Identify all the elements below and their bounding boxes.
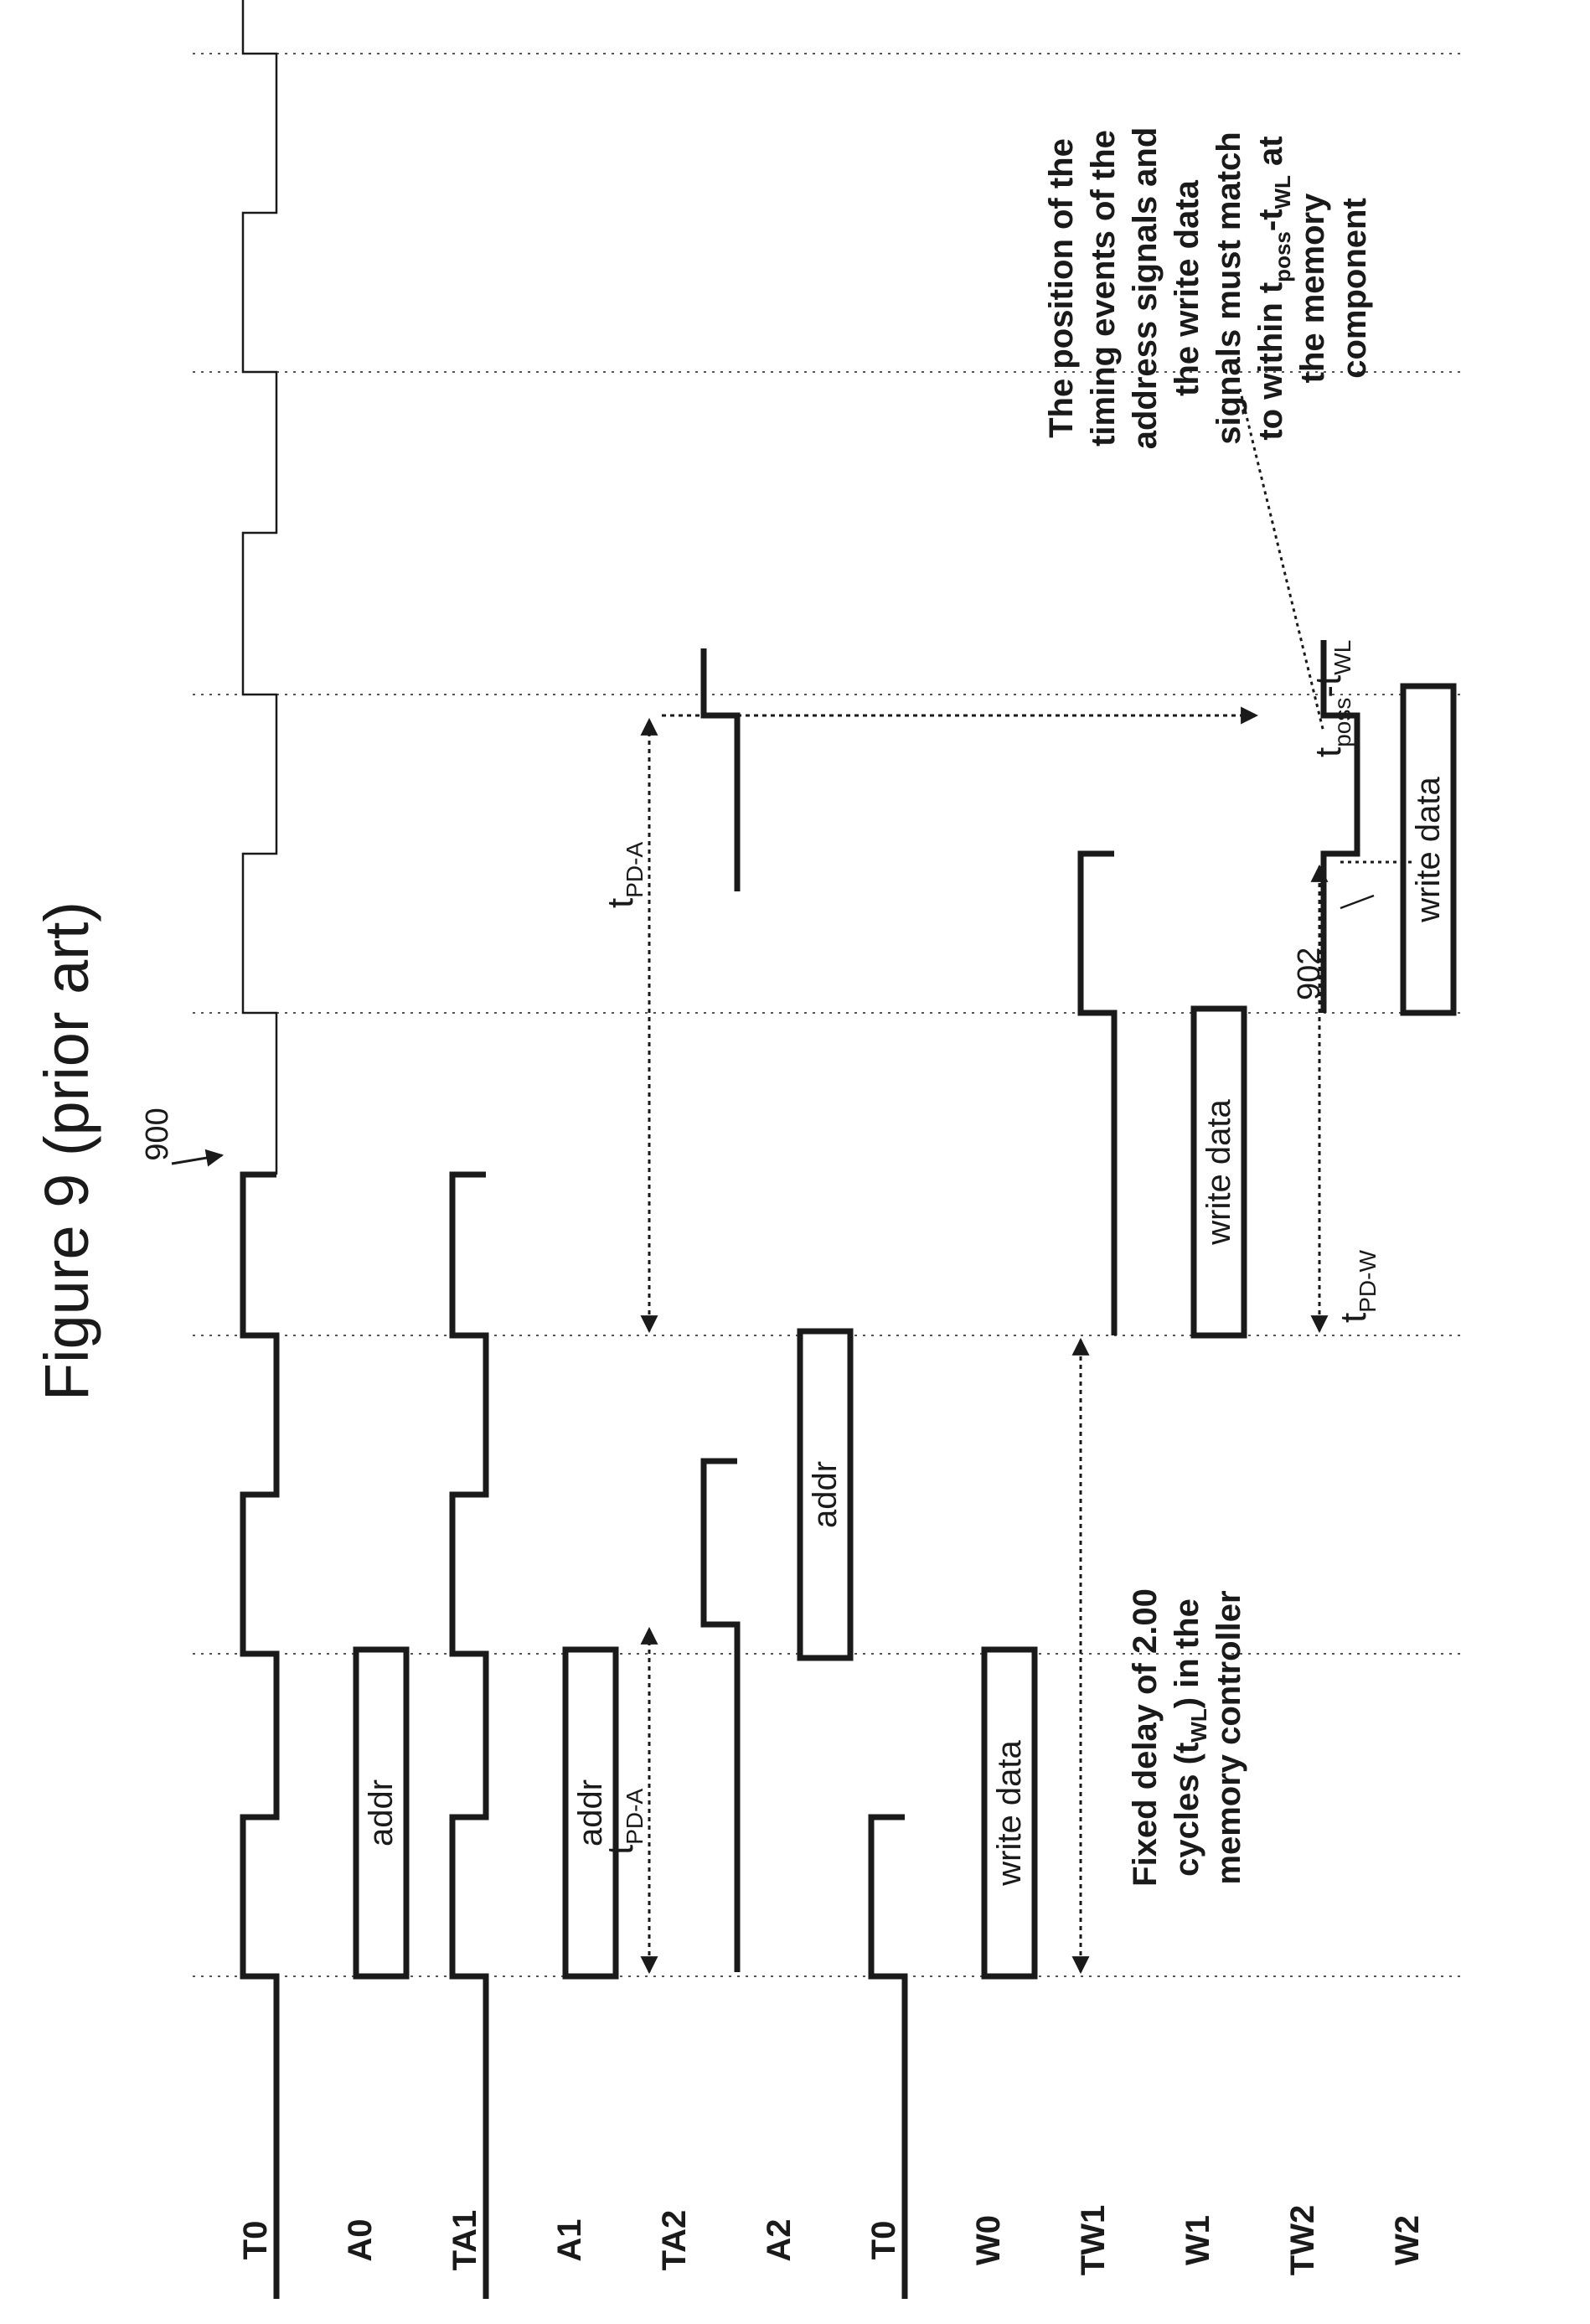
a0-addr-label: addr: [363, 1779, 400, 1846]
ta2-clock-waveform: [704, 648, 737, 1972]
position-note-line-6: to within tposs-tWL at: [1252, 136, 1295, 440]
signal-label-a2: A2: [761, 2218, 798, 2261]
ta2-clock-segment-2: [704, 648, 737, 891]
position-note-line-8: component: [1336, 198, 1373, 379]
ta1-clock-waveform: [452, 1175, 486, 2299]
signal-label-tw1: TW1: [1075, 2205, 1112, 2275]
signal-label-ta2: TA2: [656, 2210, 693, 2271]
ta2-clock-segment-1: [704, 1461, 737, 1972]
fixed-delay-annotation: Fixed delay of 2.00 cycles (tWL) in the …: [1127, 1588, 1247, 1887]
t0-clock-waveform: [243, 0, 276, 2299]
w2-write-data-label: write data: [1410, 777, 1447, 923]
t0-clock-bold: [243, 1175, 276, 2299]
signal-label-a1: A1: [551, 2218, 588, 2261]
w1-write-data-label: write data: [1200, 1099, 1237, 1246]
signal-label-column: T0 A0 TA1 A1 TA2 A2 T0 W0 TW1 W1 TW2 W2: [237, 2205, 1426, 2275]
t0-clock-thin: [243, 0, 276, 1175]
tpd-w-label: tPD-W: [1333, 1250, 1381, 1323]
position-note: The position of the timing events of the…: [1043, 127, 1373, 450]
signal-label-tw2: TW2: [1284, 2205, 1321, 2275]
signal-label-w2: W2: [1389, 2215, 1426, 2265]
position-note-line-5: signals must match: [1211, 132, 1247, 444]
a2-addr-label: addr: [807, 1461, 844, 1528]
signal-label-w1: W1: [1180, 2215, 1216, 2265]
w0-write-data-label: write data: [991, 1740, 1028, 1887]
signal-label-t0: T0: [237, 2221, 274, 2260]
signal-label-w0: W0: [970, 2215, 1007, 2265]
position-note-line-3: address signals and: [1127, 127, 1164, 450]
figure-title: Figure 9 (prior art): [32, 901, 101, 1401]
position-note-line-4: the write data: [1169, 179, 1205, 396]
figure-ref-numeral: 900: [140, 1108, 175, 1160]
callout-902: 902: [1292, 948, 1327, 1000]
figure-ref-arrow: [172, 1155, 222, 1164]
tpd-a-label-2: tPD-A: [600, 842, 648, 908]
position-note-line-7: the memory: [1294, 193, 1331, 383]
position-note-line-1: The position of the: [1043, 138, 1080, 438]
fixed-delay-line-2: cycles (tWL) in the: [1169, 1598, 1211, 1877]
position-note-line-2: timing events of the: [1085, 130, 1122, 447]
callout-902-leader: [1340, 896, 1374, 908]
fixed-delay-line-3: memory controller: [1211, 1590, 1247, 1884]
signal-label-a0: A0: [342, 2218, 379, 2261]
signal-label-ta1: TA1: [447, 2210, 483, 2271]
a1-addr-label: addr: [572, 1779, 609, 1846]
tw1-clock-waveform: [1081, 854, 1114, 1335]
signal-label-t0-second: T0: [865, 2221, 902, 2260]
fixed-delay-line-1: Fixed delay of 2.00: [1127, 1588, 1164, 1887]
